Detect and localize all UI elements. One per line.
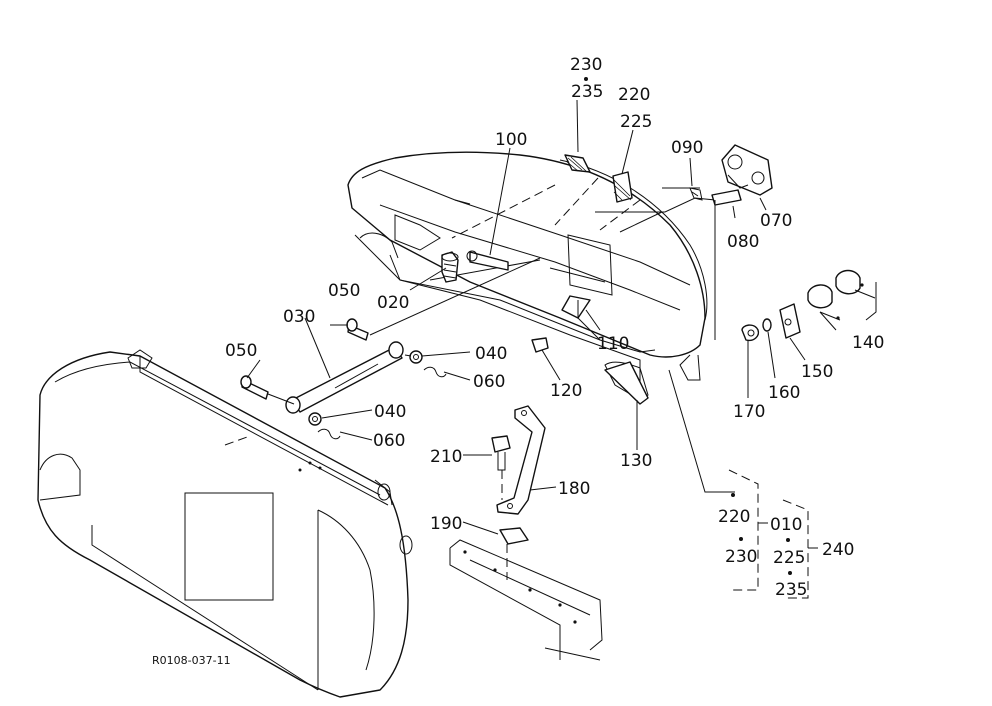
callout-190: 190 [430,514,462,534]
mount-assembly-lines [501,470,508,580]
callout-110: 110 [597,334,629,354]
callout-100: 100 [495,130,527,150]
callout-070: 070 [760,211,792,231]
callout-230-top: 230 [570,55,602,75]
label-080 [711,189,742,206]
callout-040-upper: 040 [475,344,507,364]
callout-210: 210 [430,447,462,467]
hood-panel [347,151,708,401]
decal-220-225 [612,171,633,203]
callout-235-top: 235 [571,82,603,102]
callout-225-top: 225 [620,112,652,132]
callout-020: 020 [377,293,409,313]
washers-040 [308,350,423,426]
hinge-020 [441,251,459,283]
callout-090: 090 [671,138,703,158]
callout-180: 180 [558,479,590,499]
gas-strut-030 [285,341,404,414]
callout-220-group: 220 [718,507,750,527]
callout-235-group: 235 [775,580,807,600]
drawing-reference-code: R0108-037-11 [152,654,231,667]
callout-030: 030 [283,307,315,327]
callout-010: 010 [770,515,802,535]
frame-rail [449,539,603,661]
clips-060 [317,366,447,440]
callout-240: 240 [822,540,854,560]
callout-150: 150 [801,362,833,382]
callout-130: 130 [620,451,652,471]
bolts-050 [240,318,369,400]
plate-190 [499,527,529,545]
strut-assembly-lines [267,257,541,405]
callout-050-lower: 050 [225,341,257,361]
callout-170: 170 [733,402,765,422]
grommet-120 [531,337,549,353]
latch-070 [721,144,773,196]
separator-dots [584,77,792,575]
instrument-housing [37,349,413,698]
callout-220-top: 220 [618,85,650,105]
callout-160: 160 [768,383,800,403]
leader-lines [246,99,837,535]
decal-230-235 [564,154,591,173]
callout-060-lower: 060 [373,431,405,451]
callout-060-upper: 060 [473,372,505,392]
bracket-180 [496,405,546,515]
callout-040-lower: 040 [374,402,406,422]
part-callouts: 230 235 220 225 100 090 070 080 020 050 … [152,55,884,667]
lamp-assembly [714,200,877,342]
callout-120: 120 [550,381,582,401]
pin-100 [466,250,509,271]
rod-110 [561,295,601,341]
group-bracket-010 [728,469,768,591]
callout-225-group: 225 [773,548,805,568]
group-bracket-240 [782,499,818,599]
callout-050-upper: 050 [328,281,360,301]
callout-230-group: 230 [725,547,757,567]
callout-140: 140 [852,333,884,353]
bolt-210 [491,435,511,471]
spring-090 [689,187,703,201]
seal-130 [604,361,649,405]
callout-080: 080 [727,232,759,252]
